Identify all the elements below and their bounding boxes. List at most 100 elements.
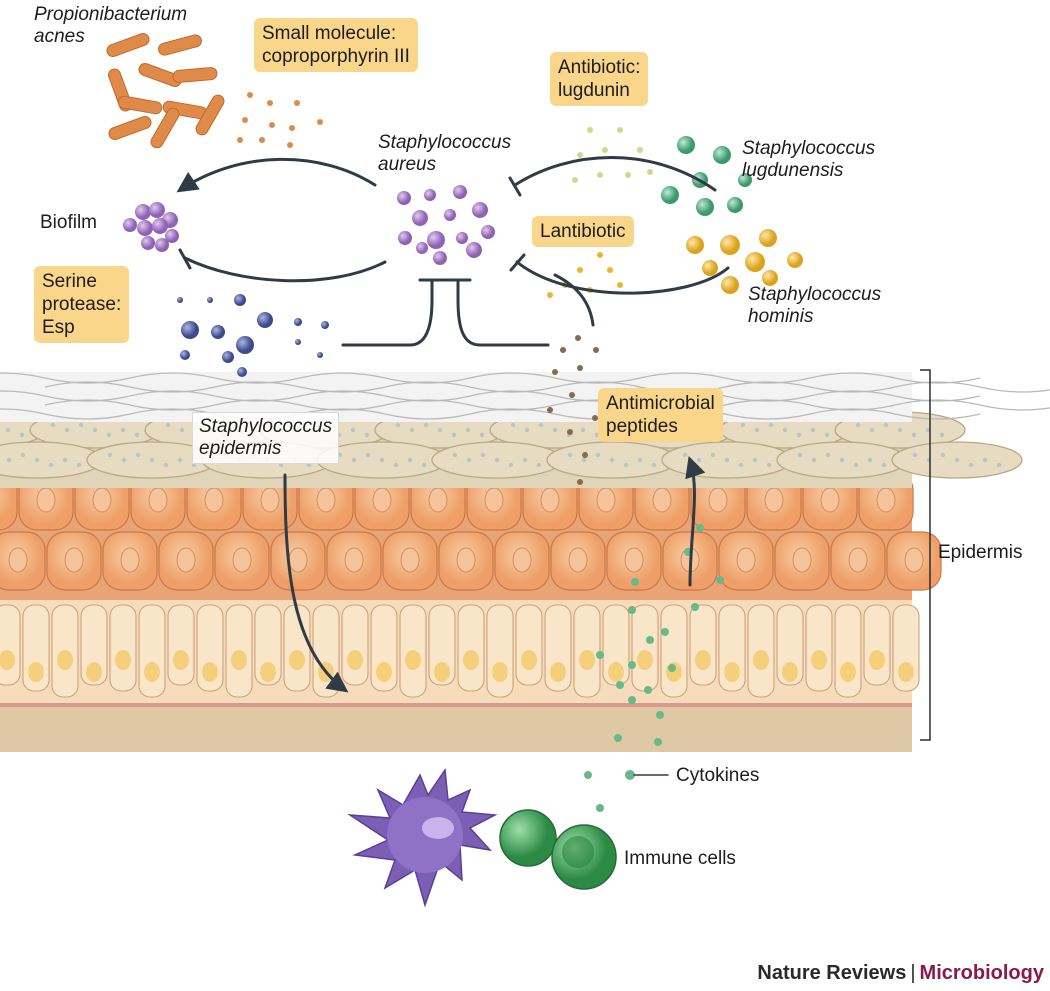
basal-nucleus — [869, 650, 885, 670]
label-biofilm: Biofilm — [40, 212, 98, 233]
spinous-nucleus — [708, 487, 728, 513]
esp-cell — [317, 352, 323, 358]
granule — [595, 452, 601, 458]
granule — [395, 422, 401, 428]
spinous-nucleus — [652, 487, 672, 513]
basal-nucleus — [550, 662, 566, 682]
antimicrobial-peptide-dot — [547, 407, 553, 413]
granule — [479, 432, 485, 438]
coproporphyrin-dot — [259, 137, 265, 143]
granule — [912, 452, 918, 458]
cytokine-dot — [616, 681, 624, 689]
label-small-molecule: Small molecule: coproporphyrin III — [254, 18, 418, 72]
basal-nucleus — [28, 662, 44, 682]
spinous-nucleus — [484, 487, 504, 513]
s-hominis-cell — [721, 276, 739, 294]
granule — [752, 457, 758, 463]
label-s-lugdunensis: Staphylococcus lugdunensis — [742, 138, 876, 181]
basal-layer — [0, 595, 912, 703]
granule — [20, 452, 26, 458]
cytokine-dot — [668, 664, 676, 672]
granule — [78, 422, 84, 428]
basal-nucleus — [202, 662, 218, 682]
s-lugdunensis-cell — [713, 146, 731, 164]
propionibacterium-rods — [106, 33, 225, 149]
granule — [581, 457, 587, 463]
granule — [165, 422, 171, 428]
granule — [696, 457, 702, 463]
lugdunin-dot — [647, 169, 653, 175]
spinous-nucleus — [876, 487, 896, 513]
basal-nucleus — [260, 662, 276, 682]
spinous-nucleus — [512, 547, 532, 573]
coproporphyrin-dot — [247, 92, 253, 98]
granule — [911, 432, 917, 438]
label-propionibacterium: Propionibacterium acnes — [34, 4, 188, 47]
s-aureus-cell — [481, 225, 495, 239]
s-hominis-cell — [702, 260, 718, 276]
inhibit-epidermis-right — [456, 278, 550, 347]
s-hominis-cell — [759, 229, 777, 247]
antimicrobial-peptide-dot — [593, 347, 599, 353]
spinous-nucleus — [344, 547, 364, 573]
cytokine-dot — [631, 578, 639, 586]
basal-cell — [138, 604, 166, 698]
granule — [869, 427, 875, 433]
s-aureus-cell — [398, 231, 412, 245]
granule — [134, 432, 140, 438]
basal-cell — [428, 604, 456, 686]
cytokine-dot — [625, 770, 635, 780]
cytokine-dot — [656, 711, 664, 719]
basal-nucleus — [463, 650, 479, 670]
spinous-nucleus — [820, 487, 840, 513]
granule — [883, 422, 889, 428]
granule — [508, 462, 514, 468]
granule — [34, 457, 40, 463]
granule — [149, 457, 155, 463]
lugdunin-dot — [572, 177, 578, 183]
s-aureus-cell — [453, 185, 467, 199]
basal-cell — [0, 604, 21, 686]
corneum-line — [809, 408, 981, 420]
lugdunin-dot — [637, 147, 643, 153]
coproporphyrin-dot — [269, 122, 275, 128]
esp-cell — [222, 351, 234, 363]
granule — [135, 452, 141, 458]
lantibiotic-dot — [607, 267, 613, 273]
granule — [48, 462, 54, 468]
granule — [855, 422, 861, 428]
s-hominis-cell — [762, 270, 778, 286]
spinous-nucleus — [204, 487, 224, 513]
basal-nucleus — [57, 650, 73, 670]
antimicrobial-peptide-dot — [577, 479, 583, 485]
corneum-line — [299, 408, 471, 420]
granule — [62, 457, 68, 463]
s-aureus-cell — [456, 232, 468, 244]
granule — [710, 452, 716, 458]
epidermis-bracket — [920, 369, 931, 741]
s-aureus-cell — [472, 202, 488, 218]
granule — [996, 462, 1002, 468]
antimicrobial-peptide-dot — [582, 452, 588, 458]
granule — [409, 427, 415, 433]
brand-separator: | — [910, 962, 916, 984]
spinous-nucleus — [64, 547, 84, 573]
granule — [768, 422, 774, 428]
spinous-nucleus — [92, 487, 112, 513]
p-acnes-rod — [117, 95, 163, 115]
coproporphyrin-dot — [267, 100, 273, 106]
coproporphyrin-dot — [237, 137, 243, 143]
granule — [968, 462, 974, 468]
s-lugdunensis-cell — [727, 197, 743, 213]
immune-cell-1 — [499, 809, 557, 867]
label-epidermis: Epidermis — [938, 542, 1023, 563]
immune-cells-group — [347, 767, 617, 908]
arrow-to-peptides — [685, 456, 706, 587]
inhibit-epidermis-left — [341, 278, 434, 347]
granule — [825, 452, 831, 458]
basal-cell — [457, 604, 485, 692]
s-hominis-cell — [745, 252, 765, 272]
spinous-nucleus — [8, 547, 28, 573]
basal-nucleus — [608, 662, 624, 682]
s-lugdunensis-cell — [696, 198, 714, 216]
